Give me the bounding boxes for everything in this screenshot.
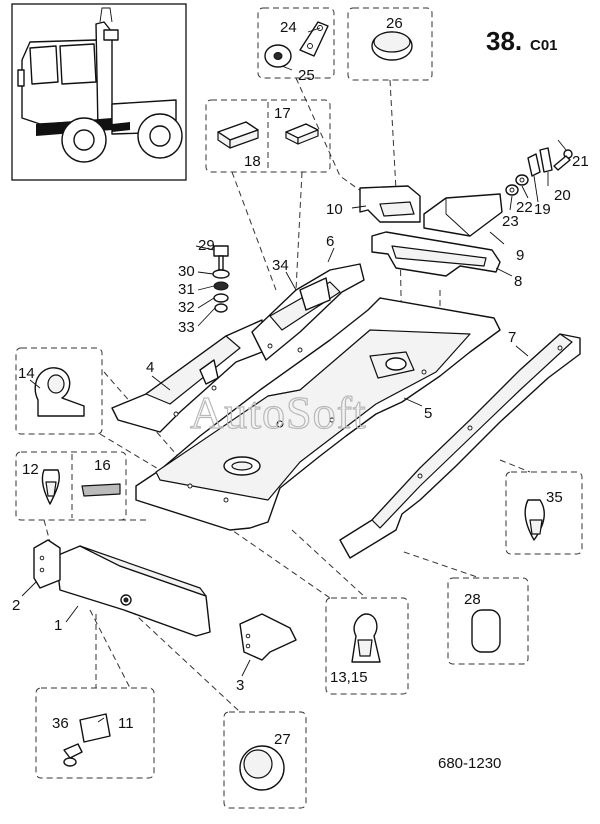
callout-3: 3 bbox=[236, 677, 244, 694]
callout-6: 6 bbox=[326, 233, 334, 250]
part-17-pad bbox=[285, 123, 319, 145]
callout-22: 22 bbox=[516, 199, 533, 216]
part-28-plate bbox=[471, 609, 501, 653]
part-36-rivet bbox=[63, 743, 83, 767]
part-16-strip bbox=[81, 483, 121, 497]
callout-5: 5 bbox=[424, 405, 432, 422]
callout-labels: 1 2 3 4 5 6 7 8 9 10 11 12 13,15 14 16 1… bbox=[12, 15, 589, 748]
part-3-bracket bbox=[239, 613, 297, 661]
callout-25: 25 bbox=[298, 67, 315, 84]
callout-23: 23 bbox=[502, 213, 519, 230]
callout-31: 31 bbox=[178, 281, 195, 298]
detail-box-11-36 bbox=[35, 687, 155, 779]
detail-box-26 bbox=[347, 7, 433, 81]
part-12-seal bbox=[41, 469, 60, 505]
detail-box-27 bbox=[223, 711, 307, 809]
callout-20: 20 bbox=[554, 187, 571, 204]
callout-32: 32 bbox=[178, 299, 195, 316]
part-9-cover bbox=[423, 193, 503, 237]
watermark: AutoSoft bbox=[190, 387, 367, 438]
callout-28: 28 bbox=[464, 591, 481, 608]
drawing-code: 680-1230 bbox=[438, 755, 501, 772]
part-1-crossmember bbox=[55, 545, 211, 637]
callout-27: 27 bbox=[274, 731, 291, 748]
page-number: 38. bbox=[486, 26, 522, 56]
part-24-25-bracket bbox=[264, 21, 329, 68]
truck-overview-inset bbox=[11, 3, 187, 181]
callout-8: 8 bbox=[514, 273, 522, 290]
bolt-stack-29-33 bbox=[212, 245, 230, 313]
callout-19: 19 bbox=[534, 201, 551, 218]
part-14-seal-profile bbox=[34, 367, 85, 417]
callout-29: 29 bbox=[198, 237, 215, 254]
detail-box-28 bbox=[447, 577, 529, 665]
callout-21: 21 bbox=[572, 153, 589, 170]
part-6-rail bbox=[251, 263, 365, 361]
callout-34: 34 bbox=[272, 257, 289, 274]
callout-16: 16 bbox=[94, 457, 111, 474]
callout-33: 33 bbox=[178, 319, 195, 336]
part-11-plate bbox=[79, 713, 111, 743]
part-4-rail bbox=[111, 319, 263, 433]
part-13-15-seal bbox=[351, 613, 381, 663]
page-suffix: C01 bbox=[530, 37, 558, 54]
detail-box-35 bbox=[505, 471, 583, 555]
part-8-support bbox=[371, 231, 501, 277]
callout-4: 4 bbox=[146, 359, 154, 376]
part-27-plug bbox=[239, 745, 285, 791]
callout-30: 30 bbox=[178, 263, 195, 280]
part-7-strip bbox=[339, 333, 581, 559]
callout-18: 18 bbox=[244, 153, 261, 170]
callout-13-15: 13,15 bbox=[330, 669, 368, 686]
callout-1: 1 bbox=[54, 617, 62, 634]
callout-9: 9 bbox=[516, 247, 524, 264]
part-26-plug bbox=[371, 31, 413, 61]
detail-box-12-16 bbox=[15, 451, 127, 521]
callout-12: 12 bbox=[22, 461, 39, 478]
part-2-bracket bbox=[33, 539, 61, 589]
callout-35: 35 bbox=[546, 489, 563, 506]
detail-box-17-18 bbox=[205, 99, 331, 173]
callout-2: 2 bbox=[12, 597, 20, 614]
part-35-seal bbox=[524, 499, 545, 541]
part-18-pad bbox=[217, 121, 259, 149]
part-10-bracket bbox=[359, 185, 421, 223]
dashed-leaders bbox=[43, 77, 531, 713]
callout-17: 17 bbox=[274, 105, 291, 122]
callout-14: 14 bbox=[18, 365, 35, 382]
callout-36: 36 bbox=[52, 715, 69, 732]
callout-10: 10 bbox=[326, 201, 343, 218]
callout-7: 7 bbox=[508, 329, 516, 346]
leader-lines bbox=[21, 27, 567, 723]
callout-11: 11 bbox=[118, 715, 134, 732]
fasteners-19-23 bbox=[505, 147, 573, 196]
detail-box-13-15 bbox=[325, 597, 409, 695]
callout-26: 26 bbox=[386, 15, 403, 32]
callout-24: 24 bbox=[280, 19, 297, 36]
part-5-floor-panel bbox=[135, 297, 501, 531]
detail-box-14 bbox=[15, 347, 103, 435]
